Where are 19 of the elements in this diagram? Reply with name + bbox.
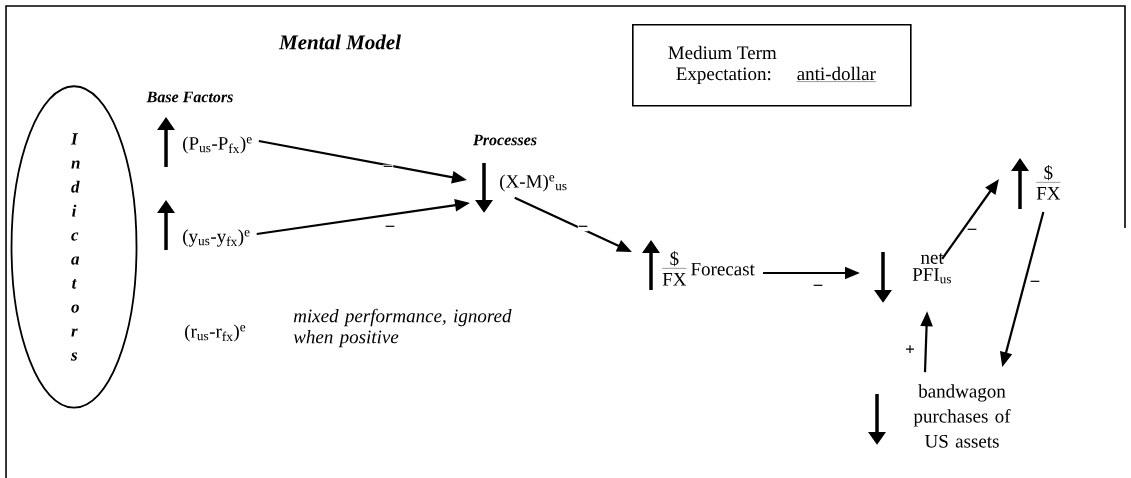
fraction-text: $ FX [1036,165,1061,200]
formula-text: net PFI$_{us}$ [912,253,951,284]
diagram-title: Mental Model [278,34,401,50]
note-text: mixed performance, ignored when positive [293,308,512,348]
edge-label: – [812,283,824,291]
formula-label: (r$_{us}$-r$_{fx}$)$^{e}$ [185,324,246,342]
edge-label: – [966,227,978,235]
edge-label: – [384,224,396,232]
edge-label: – [1029,279,1041,287]
edge-label: – [382,164,394,172]
expectation-box: Medium Term Expectation: anti-dollar [632,24,912,107]
forecast-text: $ FX Forecast [662,251,755,286]
formula-text: (y$_{us}$-y$_{fx}$)$^{e}$ [183,229,250,247]
formula-text: (P$_{us}$-P$_{fx}$)$^{e}$ [183,136,252,154]
edge-label: – [577,224,589,232]
formula-text: (X-M)$^{e}$us [500,174,567,192]
section-heading: Processes [473,134,537,146]
edge-label: + [904,344,916,356]
node-text: bandwagon purchases of US assets [913,384,1011,448]
